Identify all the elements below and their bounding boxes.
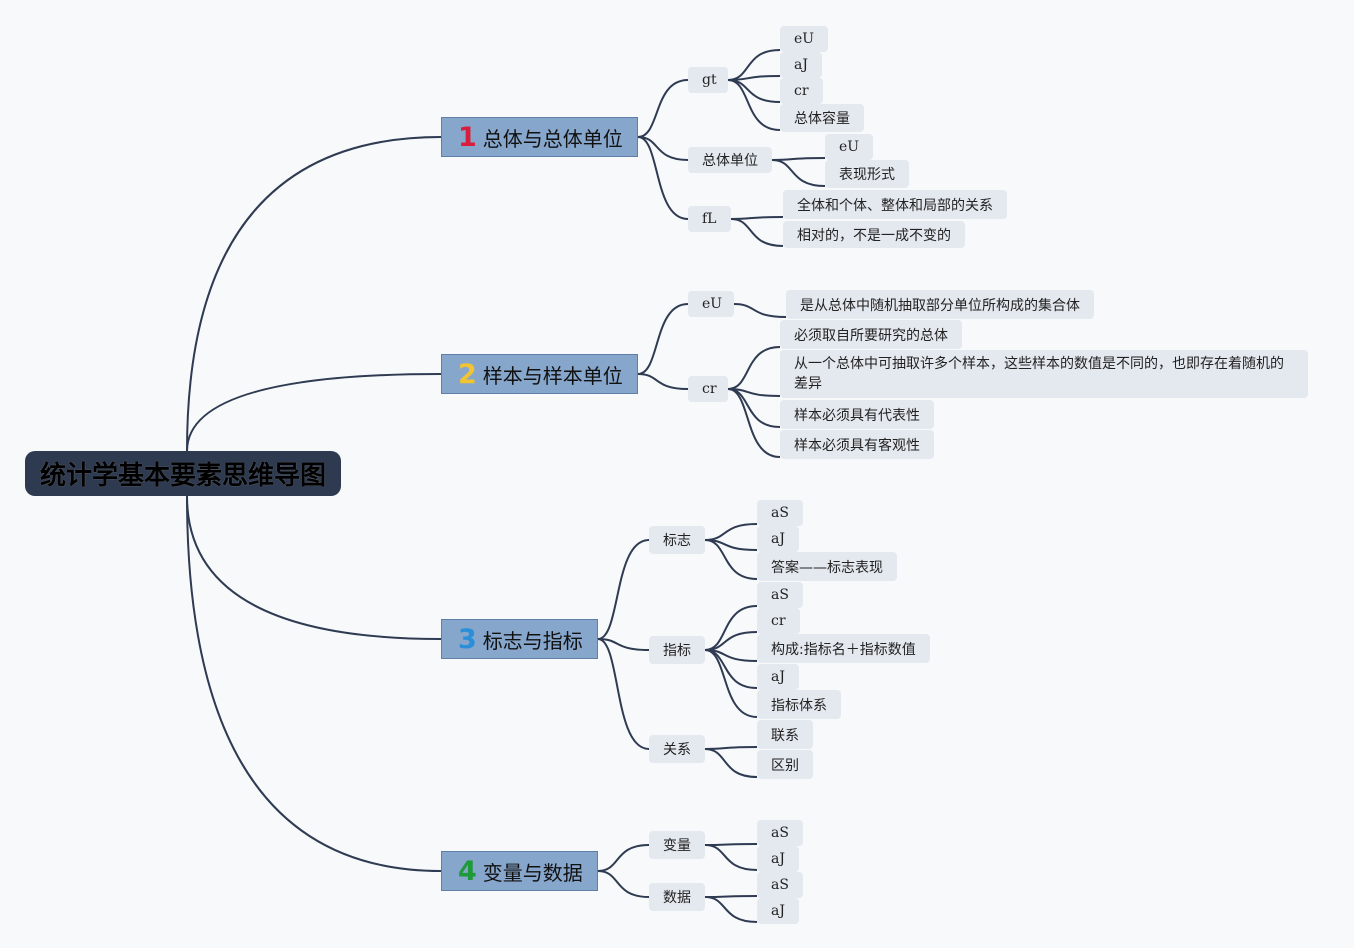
subtopic-4-1[interactable]: 变量 bbox=[649, 831, 705, 859]
branch-3-number-icon: 3 bbox=[458, 623, 477, 655]
connector-branch-2-sub-1 bbox=[637, 303, 689, 375]
connector-root-branch-3 bbox=[186, 495, 442, 640]
leaf-4-2-1[interactable]: aS bbox=[757, 872, 803, 898]
leaf-2-2-1[interactable]: 必须取自所要研究的总体 bbox=[780, 320, 962, 349]
connector-branch-4-sub-1 bbox=[597, 844, 650, 872]
leaf-4-1-2[interactable]: aJ bbox=[757, 846, 799, 872]
leaf-3-3-2[interactable]: 区别 bbox=[757, 750, 813, 779]
connector-sub-2-2-leaf-4 bbox=[727, 388, 781, 458]
leaf-1-3-1[interactable]: 全体和个体、整体和局部的关系 bbox=[783, 190, 1007, 219]
subtopic-4-2[interactable]: 数据 bbox=[649, 883, 705, 911]
leaf-1-1-4[interactable]: 总体容量 bbox=[780, 104, 864, 132]
leaf-3-3-1[interactable]: 联系 bbox=[757, 720, 813, 749]
connector-root-branch-1 bbox=[186, 136, 442, 452]
connector-sub-4-2-leaf-2 bbox=[704, 896, 758, 923]
leaf-1-1-3[interactable]: cr bbox=[780, 78, 823, 104]
leaf-3-1-3[interactable]: 答案——标志表现 bbox=[757, 552, 897, 581]
root-topic[interactable]: 统计学基本要素思维导图 bbox=[25, 451, 341, 496]
leaf-2-2-4[interactable]: 样本必须具有客观性 bbox=[780, 430, 934, 459]
connector-sub-4-2-leaf-1 bbox=[704, 895, 758, 898]
leaf-3-2-3[interactable]: 构成:指标名＋指标数值 bbox=[757, 634, 930, 663]
subtopic-3-1[interactable]: 标志 bbox=[649, 526, 705, 554]
leaf-1-1-2[interactable]: aJ bbox=[780, 52, 822, 78]
leaf-1-2-1[interactable]: eU bbox=[825, 134, 874, 160]
leaf-4-2-2[interactable]: aJ bbox=[757, 898, 799, 924]
connector-root-branch-4 bbox=[186, 495, 442, 872]
leaf-4-1-1[interactable]: aS bbox=[757, 820, 803, 846]
connector-sub-1-2-leaf-2 bbox=[771, 159, 826, 187]
connector-sub-3-3-leaf-2 bbox=[704, 748, 758, 778]
branch-1-number-icon: 1 bbox=[458, 121, 477, 153]
leaf-3-1-1[interactable]: aS bbox=[757, 500, 803, 526]
connector-sub-2-2-leaf-1 bbox=[727, 346, 781, 390]
branch-4-number-icon: 4 bbox=[458, 855, 477, 887]
branch-1-label: 总体与总体单位 bbox=[482, 126, 623, 151]
leaf-1-3-2[interactable]: 相对的，不是一成不变的 bbox=[783, 221, 965, 248]
branch-3-label: 标志与指标 bbox=[482, 628, 583, 653]
connector-branch-1-sub-2 bbox=[637, 136, 689, 161]
leaf-3-2-5[interactable]: 指标体系 bbox=[757, 690, 841, 719]
subtopic-1-2[interactable]: 总体单位 bbox=[688, 147, 772, 173]
connector-branch-4-sub-2 bbox=[597, 870, 650, 898]
leaf-2-1-1[interactable]: 是从总体中随机抽取部分单位所构成的集合体 bbox=[786, 290, 1094, 319]
branch-2-label: 样本与样本单位 bbox=[482, 363, 623, 388]
connector-sub-3-1-leaf-3 bbox=[704, 539, 758, 580]
connector-sub-2-1-leaf-1 bbox=[733, 303, 787, 318]
subtopic-3-3[interactable]: 关系 bbox=[649, 735, 705, 763]
connector-sub-3-3-leaf-1 bbox=[704, 746, 758, 750]
subtopic-2-1[interactable]: eU bbox=[688, 291, 734, 317]
connector-sub-3-2-leaf-4 bbox=[704, 649, 758, 689]
leaf-1-2-2[interactable]: 表现形式 bbox=[825, 160, 909, 188]
subtopic-2-2[interactable]: cr bbox=[688, 376, 728, 402]
leaf-3-2-2[interactable]: cr bbox=[757, 608, 800, 634]
connector-branch-2-sub-2 bbox=[637, 373, 689, 390]
subtopic-3-2[interactable]: 指标 bbox=[649, 636, 705, 664]
connector-branch-3-sub-1 bbox=[597, 539, 650, 640]
leaf-2-2-3[interactable]: 样本必须具有代表性 bbox=[780, 400, 934, 429]
branch-1-topic[interactable]: 1 总体与总体单位 bbox=[441, 117, 638, 157]
connector-sub-4-1-leaf-2 bbox=[704, 844, 758, 871]
subtopic-1-3[interactable]: fL bbox=[688, 206, 731, 232]
connector-branch-3-sub-3 bbox=[597, 638, 650, 750]
connector-sub-1-2-leaf-1 bbox=[771, 157, 826, 161]
connector-root-branch-2 bbox=[186, 373, 442, 452]
subtopic-1-1[interactable]: gt bbox=[688, 67, 728, 93]
branch-2-topic[interactable]: 2 样本与样本单位 bbox=[441, 354, 638, 394]
connector-sub-1-3-leaf-2 bbox=[730, 218, 784, 247]
branch-3-topic[interactable]: 3 标志与指标 bbox=[441, 619, 598, 659]
connector-sub-4-1-leaf-1 bbox=[704, 843, 758, 846]
branch-2-number-icon: 2 bbox=[458, 358, 477, 390]
branch-4-label: 变量与数据 bbox=[482, 860, 583, 885]
connector-sub-3-1-leaf-1 bbox=[704, 523, 758, 541]
connector-branch-3-sub-2 bbox=[597, 638, 650, 651]
leaf-3-2-1[interactable]: aS bbox=[757, 582, 803, 608]
leaf-1-1-1[interactable]: eU bbox=[780, 26, 829, 52]
connector-branch-1-sub-3 bbox=[637, 136, 689, 220]
connector-branch-1-sub-1 bbox=[637, 79, 689, 138]
connector-sub-1-1-leaf-4 bbox=[727, 79, 781, 131]
connector-sub-3-2-leaf-1 bbox=[704, 605, 758, 651]
branch-4-topic[interactable]: 4 变量与数据 bbox=[441, 851, 598, 891]
leaf-3-2-4[interactable]: aJ bbox=[757, 664, 799, 690]
leaf-2-2-2[interactable]: 从一个总体中可抽取许多个样本，这些样本的数值是不同的，也即存在着随机的差异 bbox=[780, 350, 1308, 398]
leaf-3-1-2[interactable]: aJ bbox=[757, 526, 799, 552]
connector-sub-3-2-leaf-5 bbox=[704, 649, 758, 718]
connector-sub-1-3-leaf-1 bbox=[730, 216, 784, 220]
